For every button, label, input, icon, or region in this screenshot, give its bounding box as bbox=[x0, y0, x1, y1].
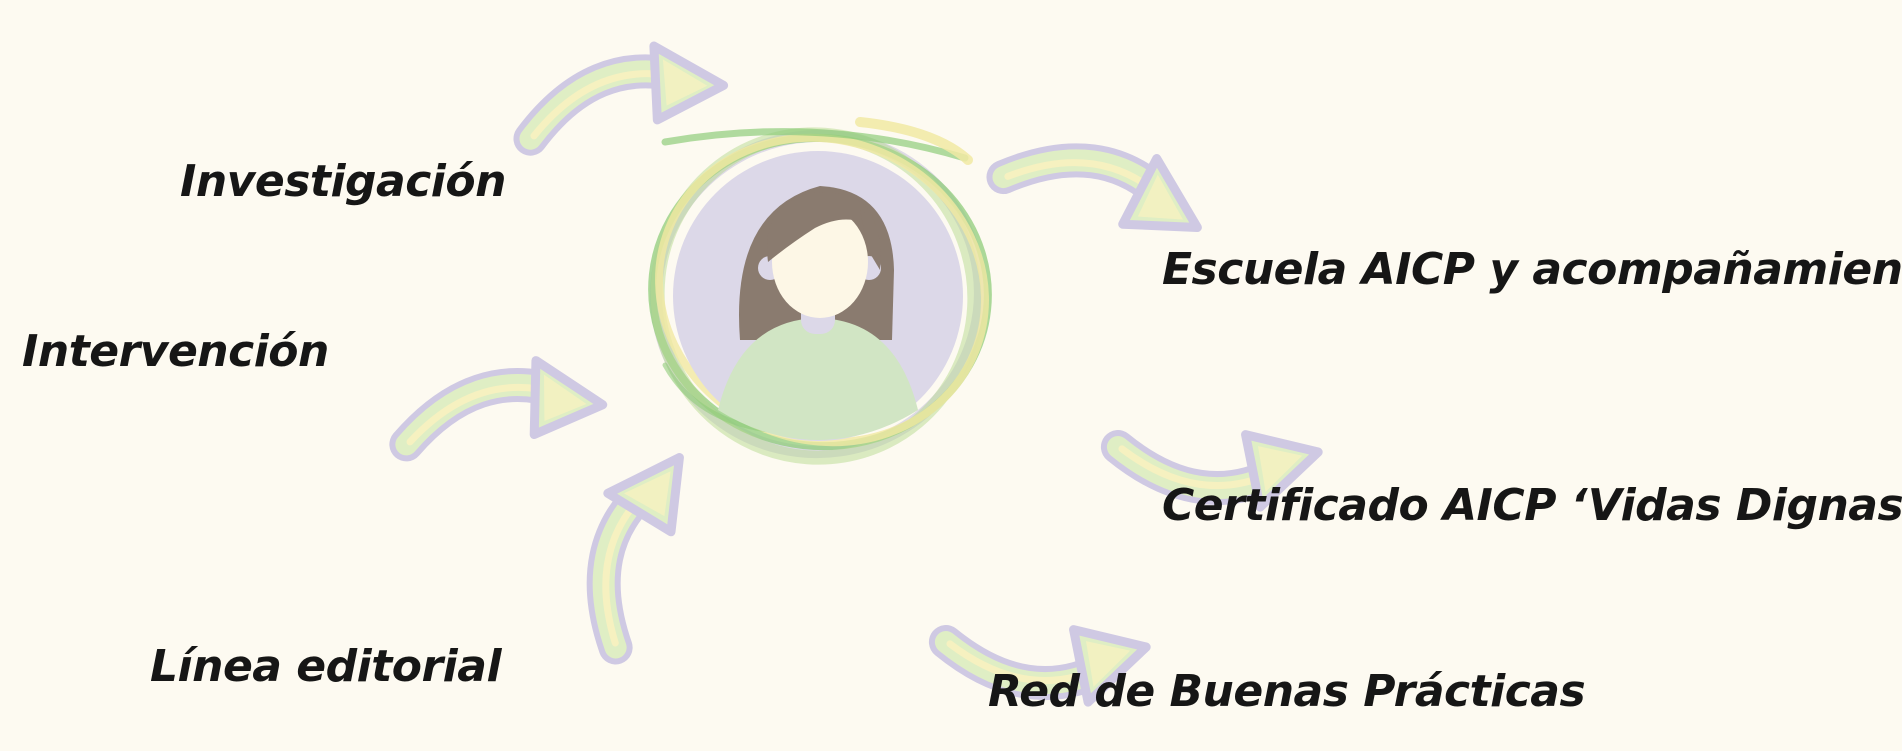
label-certificado-aicp: Certificado AICP ‘Vidas Dignas’ bbox=[1162, 480, 1902, 531]
curved-arrow-icon bbox=[517, 34, 728, 147]
person-avatar-icon bbox=[673, 151, 963, 441]
label-linea-editorial: Línea editorial bbox=[150, 641, 502, 692]
center-avatar-group bbox=[648, 117, 992, 465]
curved-arrow-icon bbox=[397, 352, 605, 452]
curved-arrow-icon bbox=[1001, 115, 1214, 246]
label-intervencion: Intervención bbox=[22, 326, 329, 377]
label-investigacion: Investigación bbox=[180, 156, 506, 207]
label-red-buenas-practicas: Red de Buenas Prácticas bbox=[988, 666, 1586, 717]
label-escuela-aicp: Escuela AICP y acompañamiento bbox=[1162, 244, 1902, 295]
curved-arrow-icon bbox=[555, 438, 698, 651]
